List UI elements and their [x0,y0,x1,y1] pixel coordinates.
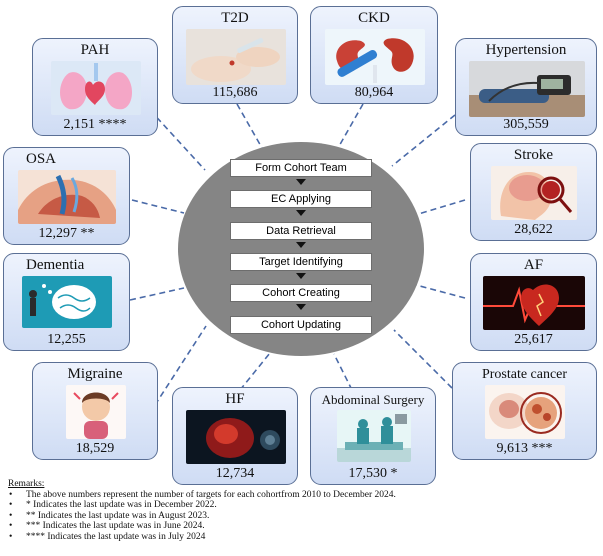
cohort-card-ckd: CKD 80,964 [310,6,438,104]
connector-stroke [414,199,466,216]
cohort-card-hf: HF 12,734 [172,387,298,485]
cohort-card-migraine: Migraine 18,529 [32,362,158,460]
cohort-card-osa: OSA 12,297 ** [3,147,130,245]
step-target-identifying: Target Identifying [230,253,372,271]
cohort-card-af: AF 25,617 [470,253,597,351]
cohort-count: 9,613 *** [496,441,553,456]
heart-ecg-icon [483,276,585,330]
prostate-icon [485,385,565,439]
remarks-section: Remarks: The above numbers represent the… [8,479,598,543]
cohort-title: Dementia [26,257,85,273]
cohort-title: AF [523,257,544,273]
step-data-retrieval: Data Retrieval [230,222,372,240]
cohort-count: 18,529 [75,441,115,456]
cohort-title: HF [225,391,245,407]
connector-af [415,284,466,299]
cohort-card-hypertension: Hypertension 305,559 [455,38,597,136]
sleep-apnea-icon [18,170,116,224]
cohort-title: PAH [80,42,110,58]
connector-hypertension [391,114,456,167]
connector-hf [239,352,271,391]
step-form-cohort-team: Form Cohort Team [230,159,372,177]
cohort-count: 305,559 [503,117,549,132]
step-ec-applying: EC Applying [230,190,372,208]
remarks-list: The above numbers represent the number o… [8,490,598,543]
remark-item: The above numbers represent the number o… [9,490,598,501]
cohort-title: OSA [26,151,57,167]
cohort-title: Hypertension [485,42,567,58]
connector-abdominal [333,353,353,391]
step-arrow-icon [296,179,306,185]
cohort-count: 25,617 [514,332,553,347]
cohort-title: Abdominal Surgery [321,392,425,407]
lungs-heart-icon [51,61,141,115]
diabetes-testing-icon [186,29,286,85]
step-cohort-updating: Cohort Updating [230,316,372,334]
connector-pah [149,109,206,171]
connector-migraine [154,325,207,406]
brain-stroke-icon [491,166,577,220]
step-arrow-icon [296,242,306,248]
surgery-icon [337,410,411,462]
cohort-count: 115,686 [212,85,258,100]
cohort-count: 12,734 [215,466,255,481]
connector-t2d [236,103,263,149]
cohort-title: CKD [358,10,390,26]
remark-item: * Indicates the last update was in Decem… [9,500,598,511]
headache-icon [66,385,126,439]
cohort-card-dementia: Dementia 12,255 [3,253,130,351]
connector-dementia [129,287,185,301]
remarks-title: Remarks: [8,479,45,489]
connector-prostate [393,329,453,389]
cohort-card-prostate-cancer: Prostate cancer 9,613 *** [452,362,597,460]
cohort-title: T2D [221,10,249,26]
cohort-card-pah: PAH 2,151 **** [32,38,158,136]
cohort-title: Migraine [67,366,123,382]
cohort-card-stroke: Stroke 28,622 [470,143,597,241]
cohort-count: 80,964 [354,85,394,100]
cohort-count: 2,151 **** [63,117,127,132]
step-arrow-icon [296,273,306,279]
connector-ckd [337,103,364,149]
remark-item: *** Indicates the last update was in Jun… [9,521,598,532]
remark-item: **** Indicates the last update was in Ju… [9,532,598,543]
cohort-card-t2d: T2D 115,686 [172,6,298,104]
connector-osa [131,199,185,214]
cohort-count: 12,297 ** [38,226,95,241]
cohort-title: Prostate cancer [481,367,568,382]
cohort-card-abdominal-surgery: Abdominal Surgery 17,530 * [310,387,436,485]
heart-failure-icon [186,410,286,464]
kidney-icon [325,29,425,85]
step-arrow-icon [296,304,306,310]
cohort-count: 28,622 [514,222,553,237]
blood-pressure-icon [469,61,585,117]
cohort-title: Stroke [513,147,554,163]
dementia-brain-icon [22,276,112,328]
step-arrow-icon [296,210,306,216]
step-cohort-creating: Cohort Creating [230,284,372,302]
remark-item: ** Indicates the last update was in Augu… [9,511,598,522]
cohort-count: 17,530 * [348,466,398,481]
cohort-count: 12,255 [47,332,86,347]
